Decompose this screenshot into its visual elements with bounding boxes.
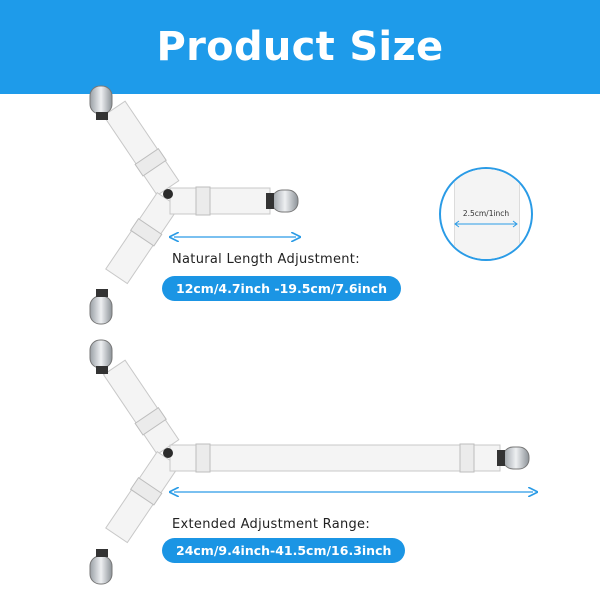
suspender-clip-icon [89, 85, 113, 120]
extended-strap-assembly [89, 339, 533, 585]
natural-strap-assembly [89, 85, 299, 325]
suspender-clip-icon [89, 339, 113, 374]
extended-range-badge: 24cm/9.4inch-41.5cm/16.3inch [162, 538, 406, 563]
title-banner: Product Size [0, 0, 600, 94]
extended-range-label: Extended Adjustment Range: [172, 517, 371, 532]
natural-range-badge: 12cm/4.7inch -19.5cm/7.6inch [162, 276, 402, 301]
suspender-clip-icon [89, 289, 113, 325]
suspender-clip-icon [497, 446, 530, 470]
strap-width-detail: 2.5cm/1inch [439, 167, 533, 261]
width-arrow-icon [454, 220, 518, 228]
width-label: 2.5cm/1inch [462, 209, 510, 218]
suspender-clip-icon [89, 549, 113, 585]
strap-width-sample [454, 169, 520, 259]
banner-title: Product Size [156, 24, 444, 70]
suspender-clip-icon [266, 189, 299, 213]
natural-length-label: Natural Length Adjustment: [172, 252, 360, 267]
